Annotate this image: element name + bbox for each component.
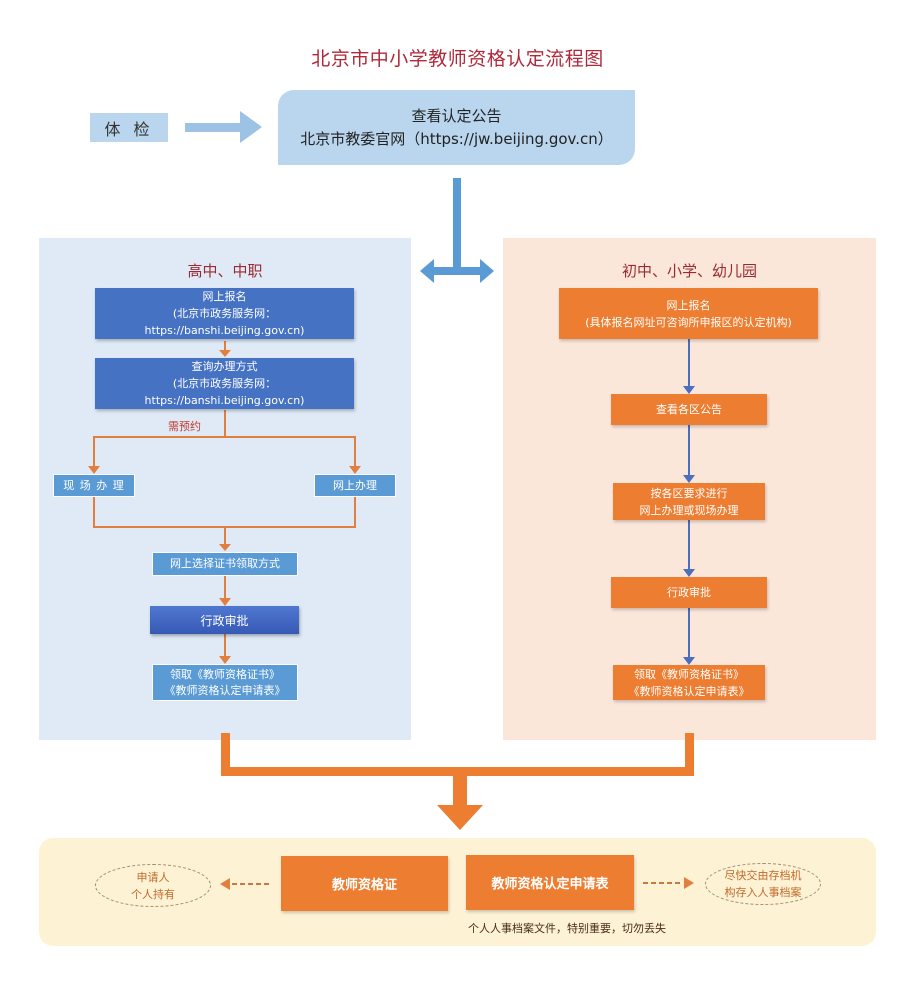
step-sublabel: (具体报名网址可咨询所申报区的认定机构)	[585, 315, 792, 329]
step-label: 查询办理方式	[191, 360, 258, 373]
archive-line2: 构存入人事档案	[724, 886, 802, 899]
page-title: 北京市中小学教师资格认定流程图	[311, 48, 604, 70]
right-step-collect: 领取《教师资格证书》 《教师资格认定申请表》	[613, 665, 765, 700]
physical-exam-box: 体 检	[90, 113, 168, 142]
holder-line2: 个人持有	[131, 887, 175, 901]
step-label: 网上报名	[202, 290, 247, 303]
left-step-query-method: 查询办理方式 (北京市政务服务网：https://banshi.beijing.…	[95, 358, 354, 409]
right-step-online-register: 网上报名 (具体报名网址可咨询所申报区的认定机构)	[559, 288, 818, 339]
notice-title: 查看认定公告	[411, 106, 502, 125]
left-step-approval: 行政审批	[150, 606, 299, 634]
step-sublabel: (北京市政务服务网：https://banshi.beijing.gov.cn)	[144, 307, 305, 337]
holder-line1: 申请人	[136, 870, 170, 884]
step-sublabel: 《教师资格认定申请表》	[164, 683, 286, 697]
application-form-box: 教师资格认定申请表	[466, 855, 634, 910]
left-step-online-register: 网上报名 (北京市政务服务网：https://banshi.beijing.go…	[95, 288, 354, 339]
step-sublabel: 《教师资格认定申请表》	[628, 684, 750, 698]
right-step-process: 按各区要求进行 网上办理或现场办理	[613, 483, 765, 520]
step-label: 网上报名	[666, 298, 711, 312]
step-label: 领取《教师资格证书》	[170, 667, 280, 681]
archive-line1: 尽快交由存档机	[724, 869, 802, 882]
arrow-right-icon	[185, 111, 262, 143]
notice-site: 北京市教委官网（https://jw.beijing.gov.cn）	[300, 129, 613, 148]
merge-arrow-icon	[221, 733, 694, 830]
split-arrow-icon	[420, 178, 494, 283]
step-label: 领取《教师资格证书》	[634, 667, 744, 681]
branch-onsite: 现 场 办 理	[53, 474, 135, 497]
right-panel-heading: 初中、小学、幼儿园	[621, 262, 757, 280]
archive-ellipse: 尽快交由存档机 构存入人事档案	[705, 863, 821, 905]
left-step-choose-pickup: 网上选择证书领取方式	[152, 552, 298, 576]
certificate-box: 教师资格证	[281, 856, 448, 911]
step-sublabel: (北京市政务服务网：https://banshi.beijing.gov.cn)	[144, 377, 305, 407]
left-panel-heading: 高中、中职	[187, 262, 263, 280]
step-label: 按各区要求进行	[650, 486, 728, 500]
left-step-collect: 领取《教师资格证书》 《教师资格认定申请表》	[152, 664, 298, 701]
right-step-district-notice: 查看各区公告	[611, 394, 767, 425]
appointment-required-label: 需预约	[168, 420, 201, 433]
step-sublabel: 网上办理或现场办理	[639, 503, 739, 517]
holder-ellipse: 申请人 个人持有	[95, 864, 211, 907]
right-step-approval: 行政审批	[611, 577, 767, 608]
notice-box: 查看认定公告 北京市教委官网（https://jw.beijing.gov.cn…	[278, 90, 635, 165]
archive-note: 个人人事档案文件，特别重要，切勿丢失	[468, 922, 666, 935]
branch-online: 网上办理	[314, 474, 396, 497]
